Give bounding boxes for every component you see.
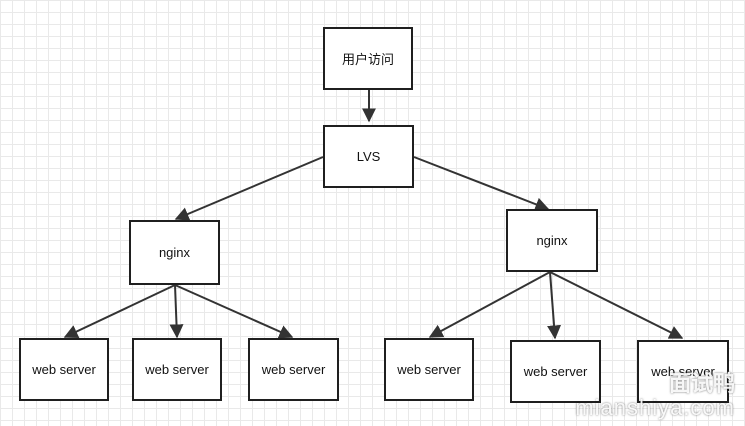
nginx-right-label: nginx: [536, 233, 568, 248]
web-server-node-2: web server: [132, 338, 222, 401]
web-server-node-4: web server: [384, 338, 474, 401]
nginx-left-label: nginx: [158, 245, 191, 260]
web-server-label-1: web server: [32, 362, 96, 377]
web-server-label-6: web server: [651, 364, 715, 379]
lvs-label: LVS: [356, 149, 381, 164]
watermark: 面试鸭 mianshiya.com: [575, 370, 735, 420]
web-server-node-6: web server: [637, 340, 729, 403]
nginx-left-node: nginx: [129, 220, 220, 285]
web-server-node-5: web server: [510, 340, 601, 403]
edge-nginx-right-web6: [549, 271, 684, 339]
user-access-label: 用户访问: [341, 52, 394, 67]
web-server-label-4: web server: [397, 362, 461, 377]
lvs-node: LVS: [323, 125, 414, 188]
web-server-node-1: web server: [19, 338, 109, 401]
nginx-right-node: nginx: [506, 209, 598, 272]
edge-nginx-left-web2: [169, 284, 184, 339]
watermark-name: 面试鸭: [668, 370, 735, 396]
web-server-label-2: web server: [145, 362, 209, 377]
web-server-label-3: web server: [261, 362, 326, 377]
edge-lvs-nginx-left: [174, 156, 324, 221]
web-server-node-3: web server: [248, 338, 339, 401]
edge-nginx-right-web5: [547, 271, 562, 340]
edge-nginx-left-web1: [63, 284, 176, 338]
edge-nginx-left-web3: [174, 284, 294, 339]
watermark-url: mianshiya.com: [575, 394, 735, 420]
edge-lvs-nginx-right: [413, 156, 550, 211]
web-server-label-5: web server: [523, 364, 588, 379]
edge-nginx-right-web4: [428, 271, 551, 338]
user-access-node: 用户访问: [323, 27, 413, 90]
